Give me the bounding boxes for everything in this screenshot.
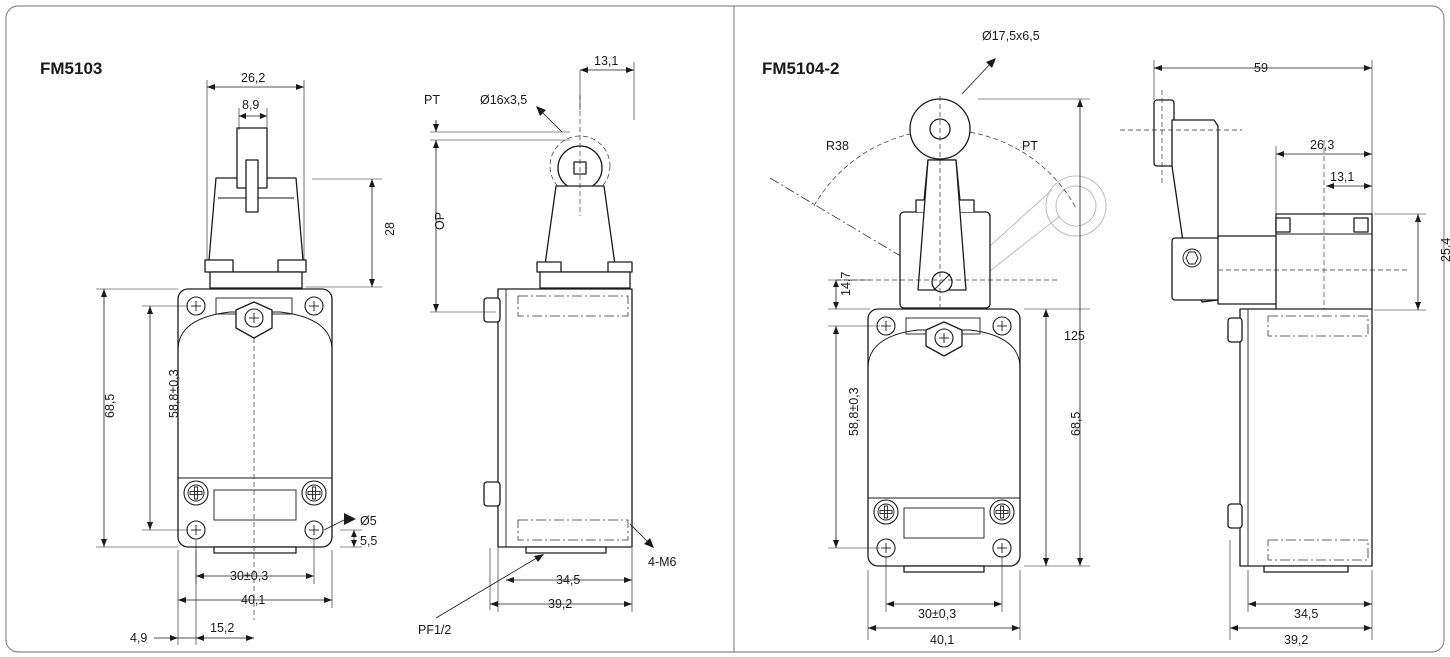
dim-hole-dia: Ø5 — [360, 514, 377, 528]
model-title-fm5104-2: FM5104-2 — [762, 59, 839, 78]
dim-68-5-b: 68,5 — [1069, 412, 1083, 436]
dim-59: 59 — [1254, 61, 1268, 75]
dim-4-9: 4,9 — [130, 631, 147, 645]
dim-26-2: 26,2 — [241, 71, 265, 85]
dim-roller-dia-b: Ø17,5x6,5 — [982, 29, 1040, 43]
dim-13-1-a: 13,1 — [594, 54, 618, 68]
dim-58-8-b: 58,8±0,3 — [847, 387, 861, 436]
dim-op: OP — [433, 212, 447, 230]
fm5104-side-view: 59 26,3 13,1 25,4 34,5 39,2 — [1120, 60, 1450, 647]
dim-40-1: 40,1 — [241, 593, 265, 607]
dim-30-b: 30±0,3 — [918, 607, 956, 621]
fm5103-side-view: 13,1 Ø16x3,5 PT OP 34,5 39,2 4-M6 PF1/2 — [418, 54, 677, 637]
model-title-fm5103: FM5103 — [40, 59, 102, 78]
dim-8-9: 8,9 — [242, 98, 259, 112]
dim-25-4: 25,4 — [1439, 238, 1450, 262]
dim-pt-a: PT — [424, 93, 440, 107]
fm5103-front-view: FM5103 26,2 8 — [40, 59, 397, 645]
dim-58-8: 58,8±0,3 — [167, 369, 181, 418]
fm5104-front-view: FM5104-2 — [762, 29, 1107, 647]
dim-68-5: 68,5 — [103, 394, 117, 418]
dim-13-1-b: 13,1 — [1330, 170, 1354, 184]
dim-34-5-b: 34,5 — [1294, 607, 1318, 621]
drawing-frame — [5, 5, 1445, 653]
dim-39-2-a: 39,2 — [548, 597, 572, 611]
dim-34-5-a: 34,5 — [556, 573, 580, 587]
dim-14-7: 14,7 — [839, 272, 853, 296]
dim-5-5: 5,5 — [360, 534, 377, 548]
dim-125: 125 — [1064, 329, 1085, 343]
dim-40-1-b: 40,1 — [930, 633, 954, 647]
dim-30: 30±0,3 — [230, 569, 268, 583]
dim-15-2: 15,2 — [210, 621, 234, 635]
dim-26-3: 26,3 — [1310, 138, 1334, 152]
dim-pt-b: PT — [1022, 139, 1038, 153]
dim-thread: 4-M6 — [648, 555, 677, 569]
dim-conduit: PF1/2 — [418, 623, 451, 637]
dim-radius: R38 — [826, 139, 849, 153]
dim-roller-dia-a: Ø16x3,5 — [480, 93, 527, 107]
dim-28: 28 — [383, 222, 397, 236]
dim-39-2-b: 39,2 — [1284, 633, 1308, 647]
